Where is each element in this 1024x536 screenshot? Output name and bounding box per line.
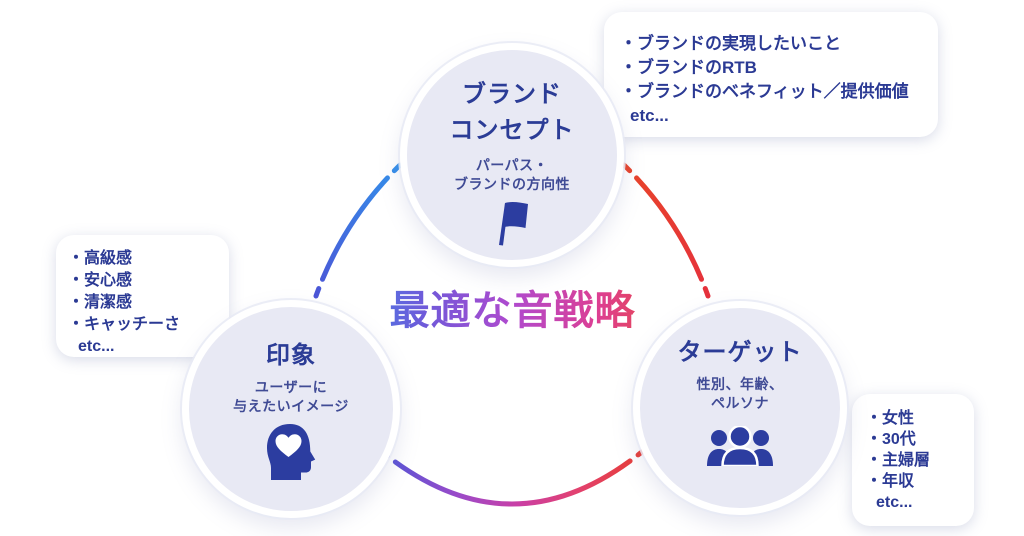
node-subtitle-line: ブランドの方向性	[454, 176, 570, 192]
node-subtitle-line: 与えたいイメージ	[233, 398, 349, 414]
node-subtitle: ユーザーに 与えたいイメージ	[233, 378, 349, 416]
node-subtitle-line: パーパス・	[475, 157, 549, 173]
callout-item: ・キャッチーさ	[68, 316, 181, 333]
callout-item: ・ブランドのベネフィット／提供価値	[620, 82, 909, 101]
callout-etc: etc...	[876, 494, 913, 511]
callout-brand-concept-details: ・ブランドの実現したいこと ・ブランドのRTB ・ブランドのベネフィット／提供価…	[604, 12, 938, 137]
node-title-line: 印象	[266, 342, 316, 369]
callout-etc: etc...	[78, 338, 115, 355]
callout-item: ・女性	[866, 410, 915, 427]
callout-impression-details: ・高級感 ・安心感 ・清潔感 ・キャッチーさ etc...	[56, 235, 229, 357]
node-title-line: コンセプト	[449, 117, 575, 144]
callout-item: ・ブランドのRTB	[620, 58, 757, 77]
flag-icon	[493, 199, 531, 252]
node-title-line: ブランド	[462, 81, 562, 108]
people-group-icon	[706, 424, 774, 471]
ring-arc-bottom-gradient	[378, 448, 646, 507]
node-subtitle-line: ペルソナ	[711, 395, 769, 411]
head-heart-icon	[261, 421, 321, 488]
node-subtitle-line: 性別、年齢、	[696, 376, 784, 392]
node-subtitle: パーパス・ ブランドの方向性	[454, 156, 570, 194]
node-brand-concept: ブランド コンセプト パーパス・ ブランドの方向性	[400, 43, 624, 267]
callout-etc: etc...	[630, 106, 669, 125]
ring-arc-right-red	[621, 162, 711, 299]
node-title-line: ターゲット	[677, 339, 803, 366]
callout-item: ・清潔感	[68, 294, 133, 311]
node-target: ターゲット 性別、年齢、 ペルソナ	[633, 301, 847, 515]
ring-arc-left-blue	[313, 162, 403, 299]
callout-item: ・主婦層	[866, 452, 931, 469]
callout-target-details: ・女性 ・30代 ・主婦層 ・年収 etc...	[852, 394, 974, 526]
node-subtitle-line: ユーザーに	[254, 379, 328, 395]
node-title: ターゲット	[678, 338, 803, 368]
callout-item: ・ブランドの実現したいこと	[620, 34, 841, 53]
node-subtitle: 性別、年齢、 ペルソナ	[697, 375, 784, 413]
node-title: 印象	[266, 341, 316, 371]
center-title: 最適な音戦略	[340, 287, 685, 337]
callout-item: ・高級感	[68, 250, 133, 267]
callout-item: ・年収	[866, 473, 915, 490]
callout-item: ・30代	[866, 431, 916, 448]
callout-item: ・安心感	[68, 272, 133, 289]
node-impression: 印象 ユーザーに 与えたいイメージ	[182, 300, 400, 518]
node-title: ブランド コンセプト	[450, 77, 575, 149]
